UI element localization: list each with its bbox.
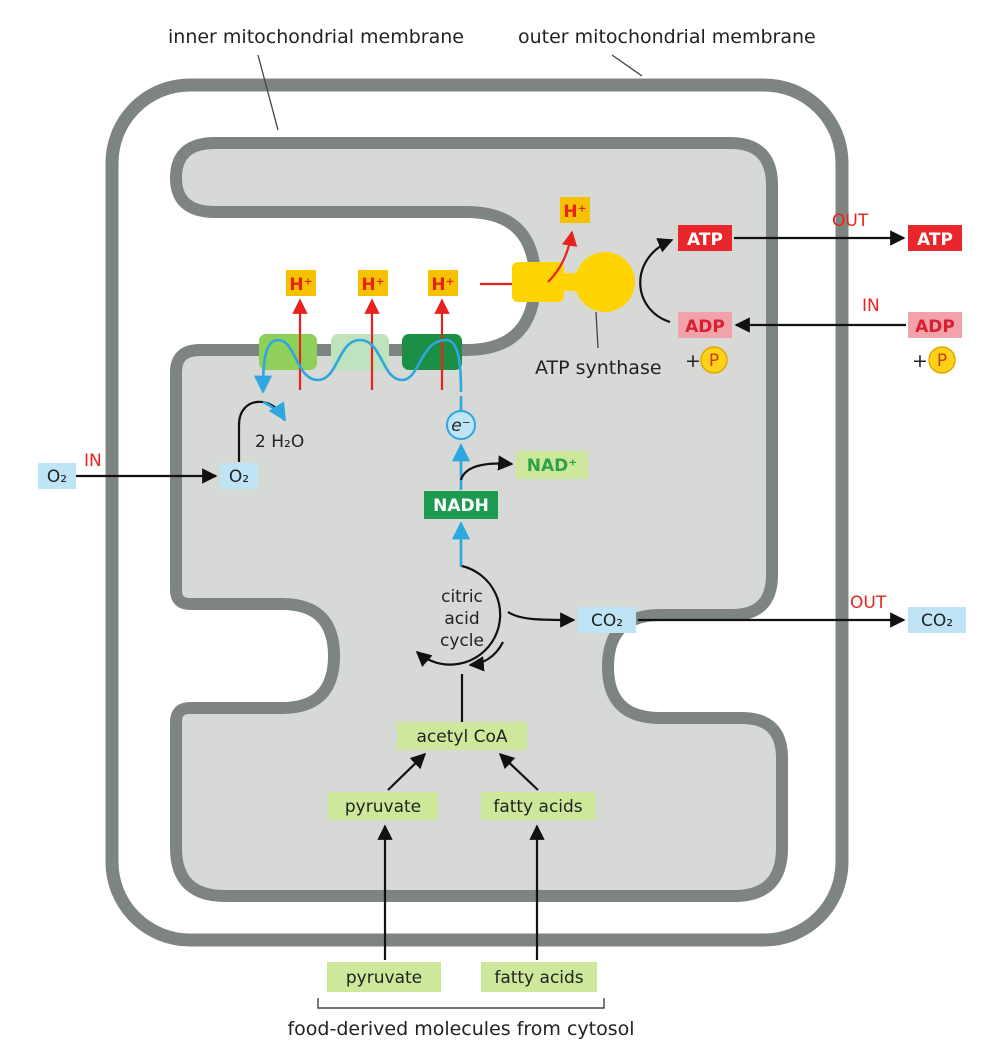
inner-membrane-label: inner mitochondrial membrane: [168, 26, 464, 48]
citric-cycle-label-2: acid: [444, 609, 479, 629]
citric-cycle-label-1: citric: [441, 587, 483, 607]
phosphate-label-outer: P: [937, 351, 947, 371]
h-plus-label-1: H⁺: [289, 275, 312, 295]
proton-through-synthase-arrow: [547, 230, 578, 283]
electron-transport-path: [253, 338, 463, 394]
fatty-acids-box-cytosol: [481, 962, 597, 992]
adp-label-outer: ADP: [915, 317, 955, 337]
o2-in-direction: IN: [84, 451, 102, 471]
pyruvate-box-inner: [328, 792, 438, 820]
atp-box-inner: [678, 225, 732, 251]
fatty-acids-to-acetyl-arrow: [498, 752, 539, 791]
water-formation-arrow: [262, 400, 287, 422]
co2-box-outer: [908, 607, 966, 633]
atp-out-direction: OUT: [832, 211, 869, 231]
phosphate-circle-inner: [700, 346, 728, 374]
electron-circle: [446, 410, 476, 440]
pyruvate-to-acetyl-arrow: [387, 752, 427, 791]
adp-to-atp-arrow: [639, 238, 674, 324]
h-plus-box-synthase: [560, 197, 590, 223]
atp-label-inner: ATP: [687, 230, 723, 250]
nadh-box: [424, 491, 498, 519]
phosphate-plus-inner: +: [685, 350, 701, 372]
adp-box-inner: [678, 312, 732, 338]
co2-label-outer: CO₂: [921, 611, 953, 631]
o2-box-inner: [220, 463, 258, 489]
phosphate-circle-outer: [928, 346, 956, 374]
pyruvate-label-inner: pyruvate: [345, 797, 421, 817]
citric-acid-cycle-loop: [415, 564, 502, 667]
h-plus-box-3: [428, 270, 458, 296]
citric-acid-cycle-inner-arrow: [468, 641, 504, 672]
cycle-to-co2-arrow: [507, 611, 576, 628]
inner-membrane-pointer: [257, 54, 279, 131]
atp-label-outer: ATP: [917, 230, 953, 250]
phosphate-plus-outer: +: [912, 350, 928, 372]
atp-synthase-label: ATP synthase: [535, 357, 662, 379]
adp-in-direction: IN: [862, 296, 880, 316]
inner-membrane-matrix: [170, 137, 788, 902]
h-plus-label-synthase: H⁺: [563, 202, 586, 222]
h-plus-box-1: [286, 270, 316, 296]
atp-synthase-stalk: [512, 262, 564, 302]
co2-box-inner: [578, 607, 636, 633]
water-label: 2 H₂O: [255, 432, 304, 452]
nad-plus-box: [516, 451, 588, 479]
atp-synthase-head: [575, 252, 635, 312]
h-plus-label-2: H⁺: [361, 275, 384, 295]
h-plus-box-2: [358, 270, 388, 296]
nadh-to-nad-arrow: [459, 455, 514, 481]
atp-synthase-pointer: [595, 311, 599, 349]
adp-label-inner: ADP: [685, 317, 725, 337]
adp-box-outer: [908, 312, 962, 338]
outer-membrane-pointer: [611, 54, 643, 77]
pyruvate-label-cytosol: pyruvate: [346, 968, 422, 988]
citric-cycle-label-3: cycle: [440, 631, 484, 651]
pyruvate-box-cytosol: [327, 962, 441, 992]
o2-box-outer: [38, 463, 76, 489]
outer-membrane-label: outer mitochondrial membrane: [518, 26, 816, 48]
fatty-acids-label-inner: fatty acids: [493, 797, 582, 817]
electron-label: e⁻: [451, 416, 470, 436]
cytosol-bracket: [317, 998, 605, 1009]
fatty-acids-label-cytosol: fatty acids: [494, 968, 583, 988]
complex-1: [259, 334, 317, 370]
o2-label-outer: O₂: [47, 467, 67, 487]
nadh-label: NADH: [433, 496, 489, 516]
phosphate-label-inner: P: [709, 351, 719, 371]
complex-3: [402, 334, 462, 370]
acetyl-coa-label: acetyl CoA: [417, 727, 508, 747]
co2-label-inner: CO₂: [591, 611, 623, 631]
acetyl-coa-box: [397, 722, 527, 750]
o2-label-inner: O₂: [229, 467, 249, 487]
h-plus-label-3: H⁺: [431, 275, 454, 295]
complex-2: [331, 334, 389, 370]
nad-plus-label: NAD⁺: [527, 456, 577, 476]
co2-out-direction: OUT: [850, 593, 887, 613]
atp-box-outer: [908, 225, 962, 251]
food-source-label: food-derived molecules from cytosol: [287, 1018, 634, 1040]
fatty-acids-box-inner: [481, 792, 596, 820]
